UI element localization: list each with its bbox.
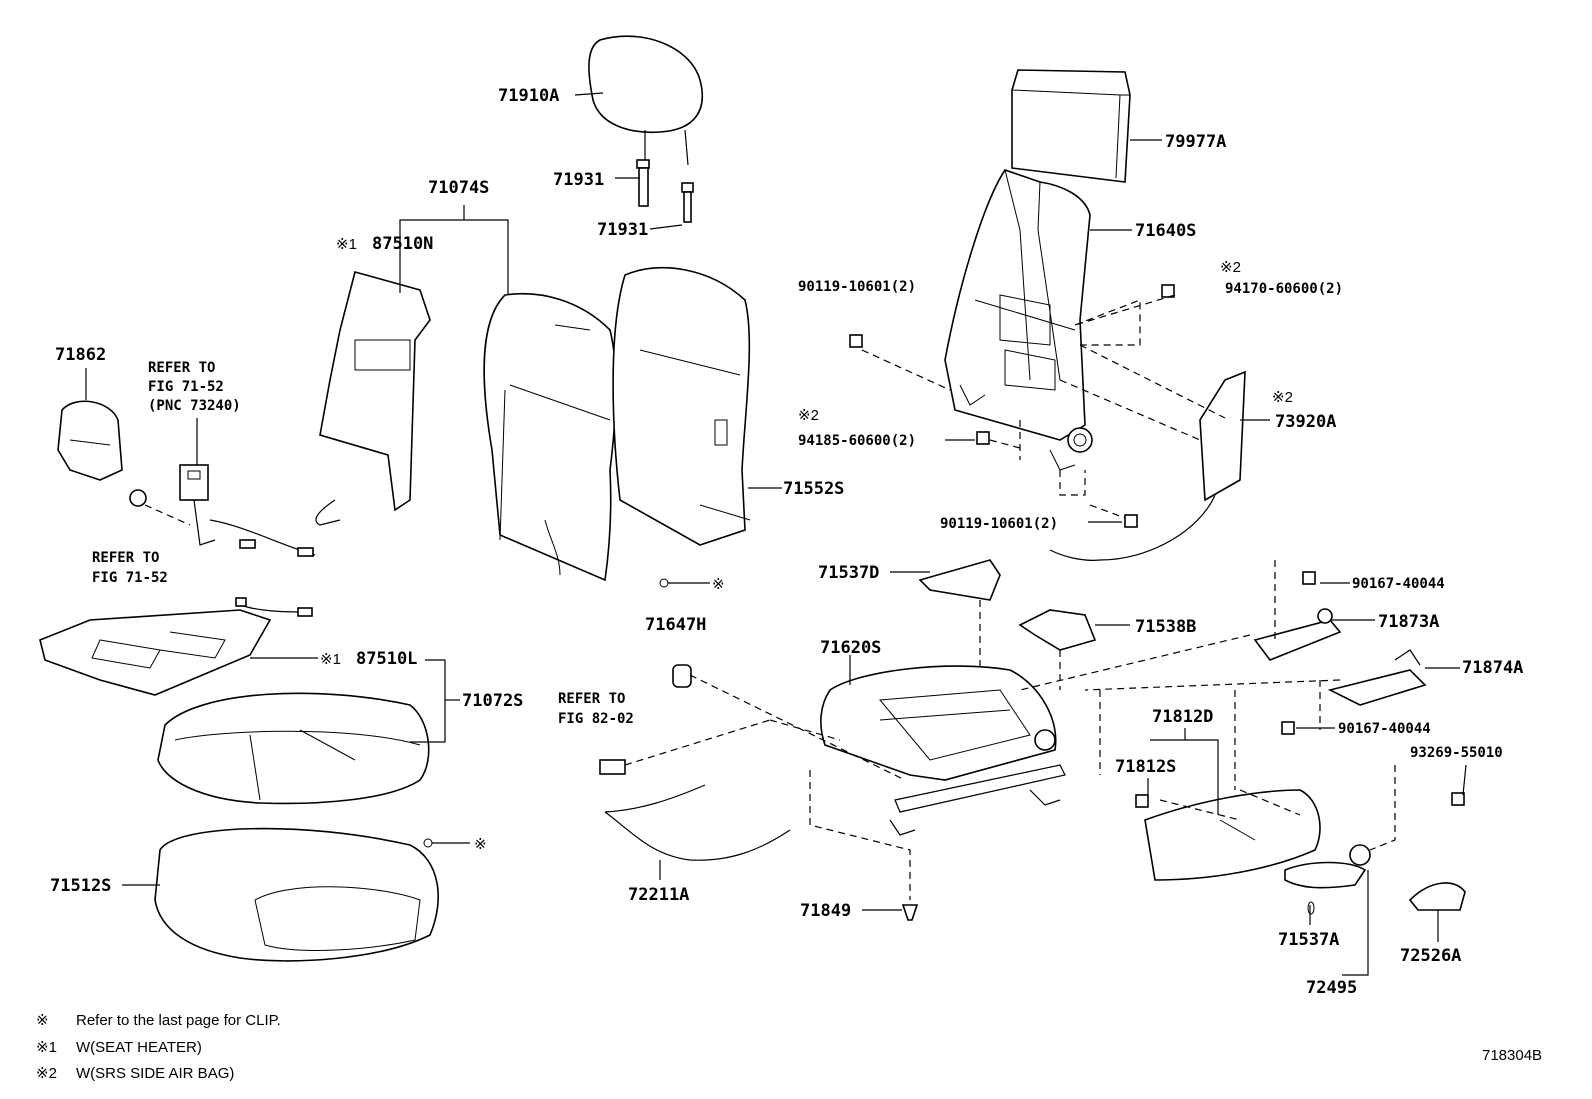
label-71640S: 71640S: [1135, 221, 1196, 241]
footnote-note2-symbol: ※2: [36, 1065, 57, 1082]
shield-71812D-drawing: [1144, 789, 1321, 881]
label-refer2-line2: FIG 71-52: [92, 570, 168, 586]
label-refer3-line2: FIG 82-02: [558, 711, 634, 727]
cover-71538B-drawing: [1018, 609, 1097, 651]
label-clip-2: ※: [474, 836, 487, 853]
label-refer1-line3: (PNC 73240): [148, 398, 241, 414]
label-94185: 94185-60600(2): [798, 433, 916, 449]
cushion-heater-drawing: [39, 597, 313, 696]
label-93269: 93269-55010: [1410, 745, 1503, 761]
label-87510N: 87510N: [372, 234, 433, 254]
label-refer2-line1: REFER TO: [92, 550, 159, 566]
label-note1-87510N: ※1: [336, 236, 357, 253]
label-refer1-line2: FIG 71-52: [148, 379, 224, 395]
label-72526A: 72526A: [1400, 946, 1461, 966]
label-refer3-line1: REFER TO: [558, 691, 625, 707]
label-72211A: 72211A: [628, 885, 689, 905]
label-note2-94170: ※2: [1220, 259, 1241, 276]
lever-71874A-drawing: [1327, 649, 1427, 706]
label-71931-b: 71931: [597, 220, 648, 240]
label-71620S: 71620S: [820, 638, 881, 658]
seatback-frame-drawing: [944, 169, 1093, 471]
label-71812S: 71812S: [1115, 757, 1176, 777]
seat-belt-buckle-drawing: [129, 464, 316, 557]
label-71512S: 71512S: [50, 876, 111, 896]
label-71647H: 71647H: [645, 615, 706, 635]
label-refer1-line1: REFER TO: [148, 360, 215, 376]
label-71849: 71849: [800, 901, 851, 921]
label-90167-a: 90167-40044: [1352, 576, 1445, 592]
footnote-note1-symbol: ※1: [36, 1039, 57, 1056]
headrest-guide-drawing: [636, 159, 694, 223]
cushion-cover-drawing: [157, 692, 430, 805]
label-note1-87510L: ※1: [320, 651, 341, 668]
leader-lines: [85, 92, 1467, 976]
label-clip-1: ※: [712, 576, 725, 593]
label-71074S: 71074S: [428, 178, 489, 198]
cover-71537D-drawing: [918, 559, 1001, 601]
label-note2-94185: ※2: [798, 407, 819, 424]
cover-71862-drawing: [57, 400, 123, 481]
footnote-clip-text: Refer to the last page for CLIP.: [76, 1012, 281, 1029]
label-79977A: 79977A: [1165, 132, 1226, 152]
part-labels: 71910A 79977A 71931 71074S 71931 71640S …: [50, 86, 1523, 998]
footnote-clip-symbol: ※: [36, 1012, 49, 1029]
label-71931-a: 71931: [553, 170, 604, 190]
diagram-id: 718304B: [1482, 1047, 1542, 1064]
wire-72211A-drawing: [604, 784, 791, 861]
seatback-heater-drawing: [315, 271, 431, 526]
label-71552S: 71552S: [783, 479, 844, 499]
knob-72495-drawing: [1284, 844, 1371, 889]
label-90119-a: 90119-10601(2): [798, 279, 916, 295]
label-71537D: 71537D: [818, 563, 879, 583]
clip-hook-icons: [423, 578, 1315, 915]
label-87510L: 87510L: [356, 649, 417, 669]
assembly-lines: [144, 294, 1396, 900]
label-71812D: 71812D: [1152, 707, 1213, 727]
label-90167-b: 90167-40044: [1338, 721, 1431, 737]
seatback-pad-drawing: [612, 266, 751, 546]
lever-71873A-drawing: [1253, 608, 1342, 661]
label-72495: 72495: [1306, 978, 1357, 998]
cushion-frame-drawing: [820, 665, 1066, 836]
cap-71647H-drawing: [672, 664, 692, 688]
label-note2-73920A: ※2: [1272, 389, 1293, 406]
footnote-note2-text: W(SRS SIDE AIR BAG): [76, 1065, 234, 1082]
footnotes: ※ Refer to the last page for CLIP. ※1 W(…: [36, 1012, 1542, 1082]
label-73920A: 73920A: [1275, 412, 1336, 432]
label-71874A: 71874A: [1462, 658, 1523, 678]
label-71910A: 71910A: [498, 86, 559, 106]
cover-72526A-drawing: [1408, 882, 1466, 911]
connector-drawing: [599, 759, 626, 775]
cushion-pad-drawing: [154, 827, 439, 962]
label-71072S: 71072S: [462, 691, 523, 711]
label-94170: 94170-60600(2): [1225, 281, 1343, 297]
bolt-icons: [849, 284, 1465, 921]
label-71537A: 71537A: [1278, 930, 1339, 950]
label-71873A: 71873A: [1378, 612, 1439, 632]
label-71538B: 71538B: [1135, 617, 1196, 637]
headrest-drawing: [588, 35, 704, 166]
label-71862: 71862: [55, 345, 106, 365]
side-airbag-drawing: [1049, 370, 1246, 561]
footnote-note1-text: W(SEAT HEATER): [76, 1039, 202, 1056]
label-90119-b: 90119-10601(2): [940, 516, 1058, 532]
back-pad-drawing: [1011, 69, 1131, 183]
seatback-cover-drawing: [483, 292, 617, 582]
